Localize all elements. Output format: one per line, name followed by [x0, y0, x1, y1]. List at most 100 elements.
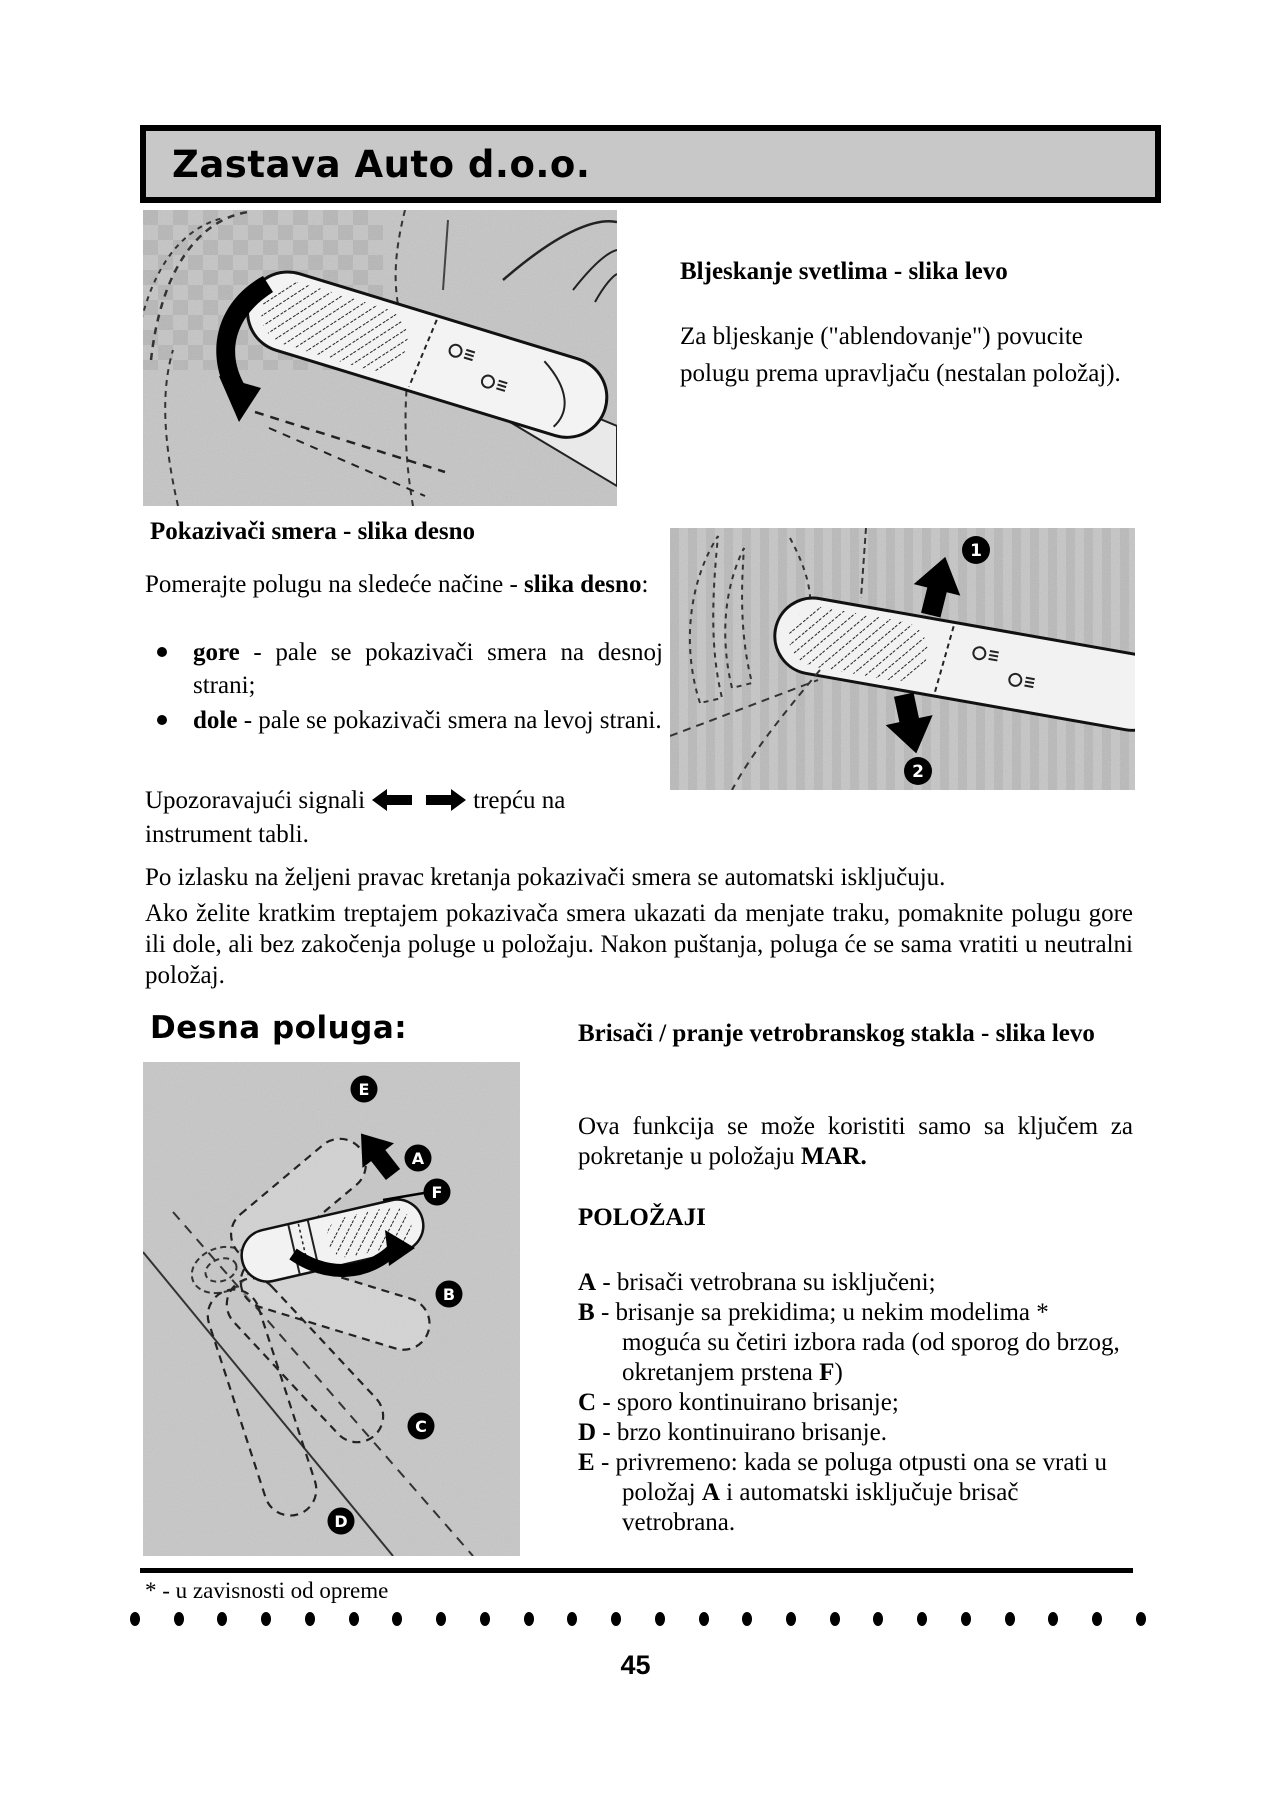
wiper-lever-art: E A F B C D [143, 1062, 520, 1556]
position-badge-b: B [435, 1280, 463, 1308]
dots-row [130, 1612, 1146, 1626]
headlight-symbols [972, 646, 1035, 689]
indicators-heading: Pokazivači smera - slika desno [150, 518, 475, 545]
position-text: - brisači vetrobrana su isključeni; [596, 1269, 936, 1296]
position-key: A [578, 1269, 597, 1296]
figure-badge-1: 1 [962, 536, 990, 564]
dot [611, 1612, 622, 1626]
dot [1004, 1612, 1015, 1626]
position-key: E [578, 1449, 595, 1476]
footer-divider [140, 1568, 1133, 1573]
lever-position-d [206, 1288, 318, 1517]
lane-change-paragraph: Ako želite kratkim treptajem pokazivača … [145, 900, 1133, 989]
dot [698, 1612, 709, 1626]
move-up-arrow-icon [360, 1133, 401, 1181]
steering-wheel-outline [143, 210, 249, 506]
position-item-c: C - sporo kontinuirano brisanje; [578, 1388, 1133, 1418]
position-badge-e: E [350, 1075, 378, 1103]
svg-text:1: 1 [970, 541, 982, 561]
svg-text:C: C [415, 1417, 427, 1436]
dot [173, 1612, 184, 1626]
figure-badge-2: 2 [904, 757, 932, 785]
dot [348, 1612, 359, 1626]
dot [829, 1612, 840, 1626]
indicator-lever-art: 1 2 [670, 528, 1135, 790]
dot [304, 1612, 315, 1626]
warning-text-before: Upozoravajući signali [145, 787, 366, 814]
dot [654, 1612, 665, 1626]
steering-column-lines [143, 1211, 474, 1556]
left-stalk-figure [143, 210, 617, 506]
wiper-lever-figure: E A F B C D [143, 1062, 520, 1556]
position-item-d: D - brzo kontinuirano brisanje. [578, 1418, 1133, 1448]
warning-text-after: trepću na instrument tabli. [145, 787, 566, 848]
dot [873, 1612, 884, 1626]
dot [786, 1612, 797, 1626]
position-badge-f: F [423, 1178, 451, 1206]
move-down-arrow-icon [885, 692, 933, 754]
header-banner: Zastava Auto d.o.o. [140, 125, 1161, 203]
position-badge-c: C [407, 1412, 435, 1440]
position-item-e: E - privremeno: kada se poluga otpusti o… [578, 1448, 1133, 1538]
footnote: * - u zavisnosti od opreme [145, 1578, 389, 1603]
dot [742, 1612, 753, 1626]
dot [479, 1612, 490, 1626]
dot [261, 1612, 272, 1626]
position-text: - privremeno: kada se poluga otpusti ona… [594, 1449, 1108, 1536]
flash-body: Za bljeskanje ("ablendovanje") povucite … [680, 323, 1121, 387]
auto-cancel-paragraph: Po izlasku na željeni pravac kretanja po… [145, 864, 946, 891]
indicators-intro: Pomerajte polugu na sledeće načine - sli… [145, 571, 649, 598]
position-key: D [578, 1419, 597, 1446]
dot [1092, 1612, 1103, 1626]
flash-heading: Bljeskanje svetlima - slika levo [680, 258, 1008, 285]
badge-f-leader-line [382, 1191, 425, 1202]
dot [217, 1612, 228, 1626]
svg-text:D: D [334, 1512, 347, 1531]
left-stalk-photo-art [143, 210, 617, 506]
dot [436, 1612, 447, 1626]
dot [130, 1612, 140, 1626]
dashboard-curves [502, 220, 617, 303]
wipers-heading: Brisači / pranje vetrobranskog stakla - … [578, 1020, 1095, 1047]
headlight-symbols [448, 343, 508, 392]
indicators-bullet-list: gore - pale se pokazivači smera na desno… [145, 636, 663, 737]
bullet-item-dole: dole - pale se pokazivači smera na levoj… [145, 704, 663, 737]
indicator-lever [773, 596, 1135, 732]
turn-signal-left-arrow-icon [372, 789, 413, 811]
svg-text:B: B [443, 1285, 455, 1304]
right-stalk-section-heading: Desna poluga: [150, 1010, 408, 1046]
move-up-arrow-icon [913, 556, 961, 618]
pull-lever-arrow-icon [216, 276, 273, 422]
indicator-lever-figure: 1 2 [670, 528, 1135, 790]
position-text: - brzo kontinuirano brisanje. [596, 1419, 887, 1446]
svg-text:2: 2 [912, 762, 924, 782]
position-item-a: A - brisači vetrobrana su isključeni; [578, 1268, 1133, 1298]
position-key: B [578, 1299, 595, 1326]
position-item-b: B - brisanje sa prekidima; u nekim model… [578, 1298, 1133, 1388]
position-badge-d: D [327, 1507, 355, 1535]
rotate-ring-arrow-icon [289, 1230, 415, 1277]
page-number: 45 [620, 1650, 651, 1680]
wipers-body: Ova funkcija se može koristiti samo sa k… [578, 1113, 1133, 1170]
lever-position-c [225, 1277, 385, 1444]
dot [960, 1612, 971, 1626]
position-badge-a: A [404, 1144, 432, 1172]
svg-text:F: F [432, 1183, 443, 1202]
dot [567, 1612, 578, 1626]
bullet-item-gore: gore - pale se pokazivači smera na desno… [145, 636, 663, 702]
turn-signal-right-arrow-icon [426, 789, 467, 811]
position-text: - sporo kontinuirano brisanje; [596, 1389, 899, 1416]
svg-text:A: A [412, 1149, 425, 1168]
position-text: - brisanje sa prekidima; u nekim modelim… [594, 1299, 1120, 1386]
svg-text:E: E [359, 1080, 370, 1099]
lever-position-b [239, 1254, 431, 1351]
positions-list: A - brisači vetrobrana su isključeni; B … [578, 1268, 1133, 1538]
dot [392, 1612, 403, 1626]
dot [523, 1612, 534, 1626]
positions-heading: POLOŽAJI [578, 1204, 706, 1231]
left-stalk-lever [246, 270, 609, 439]
position-key: C [578, 1389, 597, 1416]
dot [1135, 1612, 1146, 1626]
